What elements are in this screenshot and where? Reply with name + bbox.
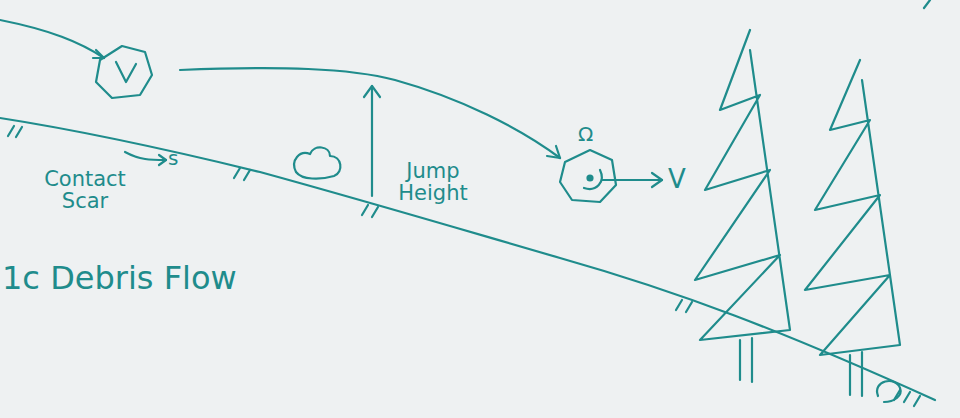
small-rock: [877, 381, 901, 402]
bush: [294, 147, 340, 178]
scar-label: Contact Scar: [30, 168, 140, 212]
ground-slope: [0, 118, 935, 400]
boulder-center: [588, 176, 593, 181]
height-label: Jump Height: [388, 160, 478, 204]
spin-mark: [584, 170, 602, 189]
jump-path: [180, 68, 560, 158]
jump-height-arrow: [371, 86, 373, 196]
arrow-head: [364, 86, 380, 97]
boulder-mark: [116, 62, 136, 82]
arrow-head: [547, 146, 560, 158]
tree: [695, 30, 790, 340]
tree-mark: [924, 0, 930, 8]
tree: [805, 60, 900, 355]
tree-trunk: [740, 338, 752, 382]
tree-trunk: [850, 352, 862, 396]
distance-symbol: s: [168, 148, 178, 169]
arrow-head: [652, 173, 662, 187]
boulder: [560, 150, 616, 202]
boulder: [96, 46, 152, 98]
incoming-path: [0, 20, 104, 58]
spin-symbol: Ω: [578, 124, 593, 145]
arrow-head: [159, 155, 166, 165]
arrow-head: [93, 50, 104, 58]
velocity-symbol: V: [668, 166, 686, 193]
velocity-arrow: [602, 179, 662, 181]
sketch-title: 1c Debris Flow: [2, 262, 237, 296]
